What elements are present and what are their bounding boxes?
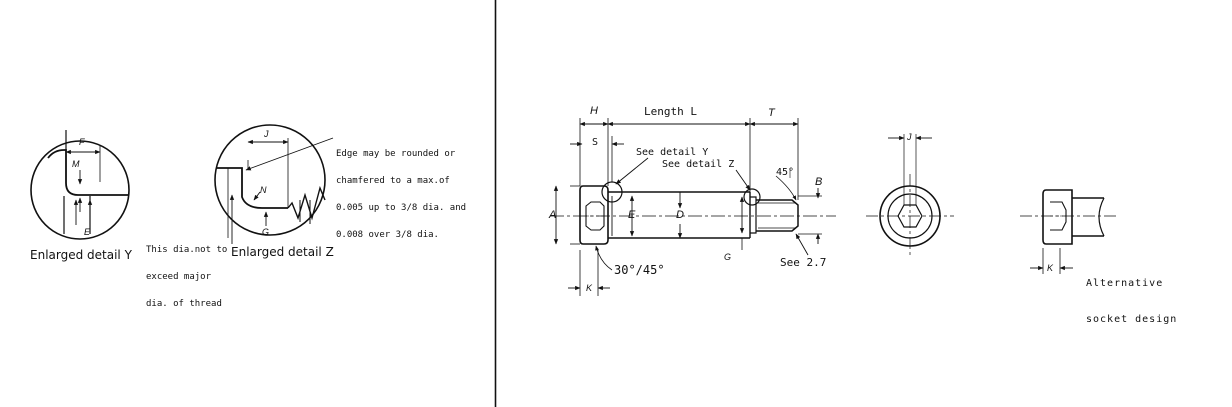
- dia-note-line: dia. of thread: [146, 299, 222, 309]
- caption-detail-z: Enlarged detail Z: [231, 245, 334, 259]
- label-n: N: [260, 185, 267, 195]
- alt-socket-view: [1020, 189, 1116, 274]
- edge-note-line: 0.005 up to 3/8 dia. and: [336, 203, 467, 213]
- see-27-label: See 2.7: [780, 256, 827, 269]
- alt-socket-line: socket design: [1086, 314, 1178, 325]
- dim-s-label: S: [592, 137, 599, 148]
- dim-a-label: A: [549, 209, 557, 221]
- edge-note-line: chamfered to a max.of: [336, 176, 450, 186]
- dia-note-line: exceed major: [146, 272, 212, 282]
- dim-e-label: E: [628, 209, 636, 221]
- caption-detail-y: Enlarged detail Y: [30, 248, 132, 262]
- dia-note: This dia.not to exceed major dia. of thr…: [146, 228, 227, 327]
- dim-k2-label: K: [1047, 263, 1054, 273]
- label-f: F: [79, 137, 85, 147]
- alt-socket-line: Alternative: [1086, 278, 1164, 289]
- label-g-detail: G: [262, 227, 270, 237]
- label-j-detail: J: [264, 129, 269, 139]
- angle-45-label: 45°: [776, 167, 795, 178]
- angle-30-45-label: 30°/45°: [614, 263, 665, 277]
- screw-side-view: [550, 118, 836, 296]
- dim-k-label: K: [586, 283, 593, 293]
- dim-b-label: B: [815, 176, 823, 188]
- dim-t-label: T: [768, 107, 775, 119]
- edge-note-line: Edge may be rounded or: [336, 149, 456, 159]
- detail-y-drawing: [30, 130, 130, 240]
- edge-note-line: 0.008 over 3/8 dia.: [336, 230, 439, 240]
- dim-g-label: G: [724, 252, 732, 262]
- label-m: M: [72, 159, 80, 169]
- dim-j-label: J: [907, 132, 912, 142]
- dim-d-label: D: [676, 209, 684, 221]
- see-detail-y-label: See detail Y: [636, 147, 709, 158]
- edge-note: Edge may be rounded or chamfered to a ma…: [336, 132, 466, 258]
- detail-z-drawing: [214, 124, 334, 244]
- alt-socket-caption: Alternative socket design: [1086, 254, 1177, 350]
- dim-h-label: H: [590, 105, 598, 117]
- label-e-detail: E: [84, 227, 91, 237]
- see-detail-z-label: See detail Z: [662, 159, 735, 170]
- dim-length-label: Length L: [644, 105, 697, 118]
- dia-note-line: This dia.not to: [146, 245, 228, 255]
- screw-end-view: [866, 134, 954, 258]
